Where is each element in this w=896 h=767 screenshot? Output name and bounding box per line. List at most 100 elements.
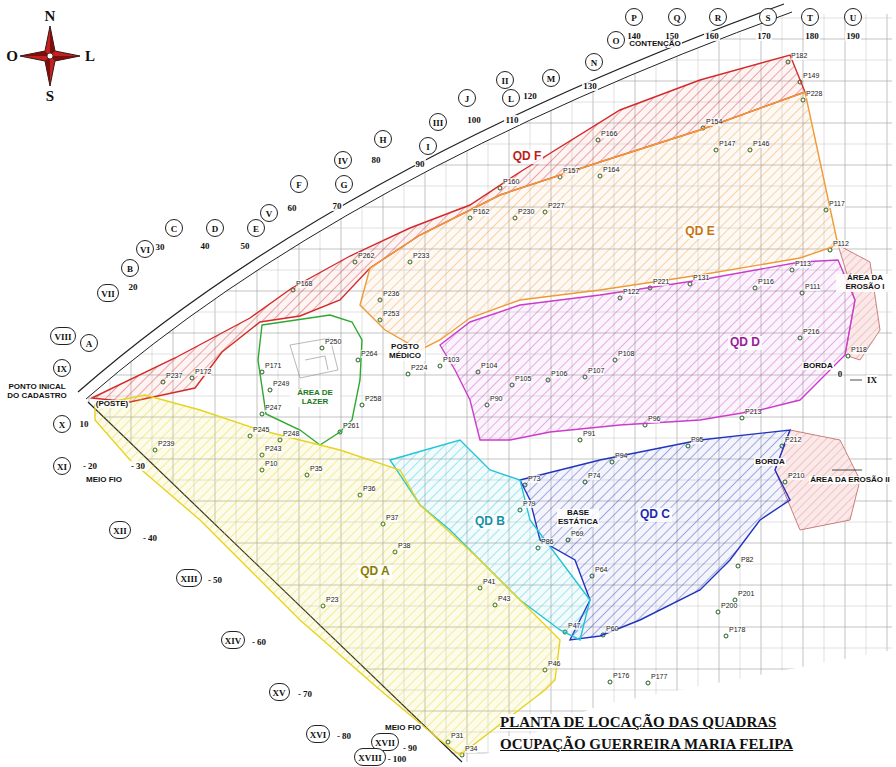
point-label: P74	[588, 472, 600, 480]
grid-line	[299, 0, 300, 767]
point-label: P233	[413, 252, 429, 260]
grid-coordinate: 110	[504, 115, 519, 125]
point-label: P146	[753, 140, 769, 148]
leader-line	[832, 470, 862, 471]
grid-line	[0, 60, 896, 61]
point-label: P227	[548, 202, 564, 210]
point-label: P23	[326, 596, 338, 604]
region-boundary	[440, 260, 855, 440]
grid-marker: J	[458, 89, 476, 107]
point-label: P103	[443, 356, 459, 364]
point-label: P182	[791, 52, 807, 60]
block-name: QD C	[638, 508, 672, 521]
point-label: P34	[465, 745, 477, 753]
point-label: P35	[310, 465, 322, 473]
grid-marker: XVI	[306, 725, 331, 743]
annotation: MEIO FIO	[85, 476, 123, 485]
grid-coordinate: - 20	[82, 461, 98, 471]
point-label: P47	[568, 622, 580, 630]
grid-line	[845, 0, 846, 767]
grid-marker: B	[121, 259, 139, 277]
survey-point	[783, 480, 787, 484]
annotation: POSTO MÉDICO	[385, 343, 425, 361]
block-region: QD D	[440, 260, 855, 440]
grid-marker: X	[53, 415, 71, 433]
grid-marker: T	[801, 8, 819, 26]
grid-marker: E	[247, 219, 265, 237]
point-label: P90	[490, 395, 502, 403]
grid-marker: VII	[97, 284, 119, 302]
compass-letter: L	[85, 48, 95, 65]
grid-marker: VI	[136, 240, 154, 258]
point-label: P237	[166, 372, 182, 380]
point-label: P249	[273, 380, 289, 388]
grid-coordinate: 120	[522, 91, 538, 101]
point-label: P239	[158, 440, 174, 448]
block-name: QD F	[511, 150, 544, 163]
grid-coordinate: 40	[200, 241, 211, 251]
point-label: P111	[805, 283, 820, 291]
survey-point	[406, 372, 410, 376]
grid-coordinate: IX	[866, 375, 878, 385]
point-label: P162	[473, 208, 489, 216]
grid-line	[236, 0, 237, 767]
grid-marker: Q	[668, 8, 686, 26]
point-label: P116	[758, 278, 774, 286]
point-label: P213	[745, 408, 761, 416]
grid-marker: XV	[269, 683, 290, 701]
point-label: P250	[325, 338, 341, 346]
grid-coordinate: 20	[128, 282, 139, 292]
grid-coordinate: 160	[704, 31, 720, 41]
point-label: P91	[583, 430, 595, 438]
survey-point	[736, 564, 740, 568]
compass-letter: O	[6, 48, 18, 65]
grid-marker: IX	[53, 359, 71, 377]
point-label: P147	[719, 140, 735, 148]
grid-line	[824, 0, 825, 767]
point-label: P64	[595, 566, 607, 574]
point-label: P228	[806, 90, 822, 98]
point-label: P43	[498, 595, 510, 603]
grid-marker: IV	[334, 151, 352, 169]
grid-marker: R	[709, 8, 727, 26]
annotation: CONTENÇÃO	[628, 40, 682, 49]
grid-coordinate: 60	[287, 203, 298, 213]
survey-point	[646, 681, 650, 685]
grid-coordinate: 70	[332, 201, 343, 211]
point-label: P10	[265, 460, 277, 468]
survey-point	[438, 364, 442, 368]
grid-line	[887, 0, 888, 767]
grid-marker: I	[419, 137, 437, 155]
point-label: P96	[648, 415, 660, 423]
grid-marker: H	[374, 130, 392, 148]
grid-marker: VIII	[50, 327, 75, 345]
annotation: MEIO FIO	[384, 724, 422, 733]
point-label: P113	[795, 260, 811, 268]
grid-marker: S	[759, 8, 777, 26]
grid-coordinate: - 80	[336, 731, 352, 741]
point-label: P243	[265, 445, 281, 453]
grid-coordinate: 50	[240, 241, 251, 251]
point-label: P230	[518, 208, 534, 216]
point-label: P221	[653, 278, 669, 286]
point-label: P118	[851, 346, 867, 354]
point-label: P31	[451, 732, 463, 740]
point-label: P112	[833, 240, 849, 248]
survey-point	[740, 416, 744, 420]
grid-marker: L	[502, 89, 520, 107]
point-label: P200	[721, 602, 737, 610]
point-label: P258	[365, 395, 381, 403]
point-label: P105	[515, 375, 531, 383]
grid-coordinate: 10	[79, 419, 90, 429]
point-label: P41	[483, 578, 495, 586]
survey-point	[360, 403, 364, 407]
survey-point	[716, 610, 720, 614]
point-label: P201	[738, 590, 754, 598]
grid-marker: III	[429, 113, 448, 131]
plan-title: PLANTA DE LOCAÇÃO DAS QUADRAS	[500, 714, 776, 731]
point-label: P262	[358, 252, 374, 260]
point-label: P157	[563, 167, 579, 175]
annotation: (POSTE)	[95, 400, 129, 409]
annotation: PONTO INICAL DO CADASTRO	[2, 383, 72, 401]
block-name: QD B	[473, 515, 507, 528]
